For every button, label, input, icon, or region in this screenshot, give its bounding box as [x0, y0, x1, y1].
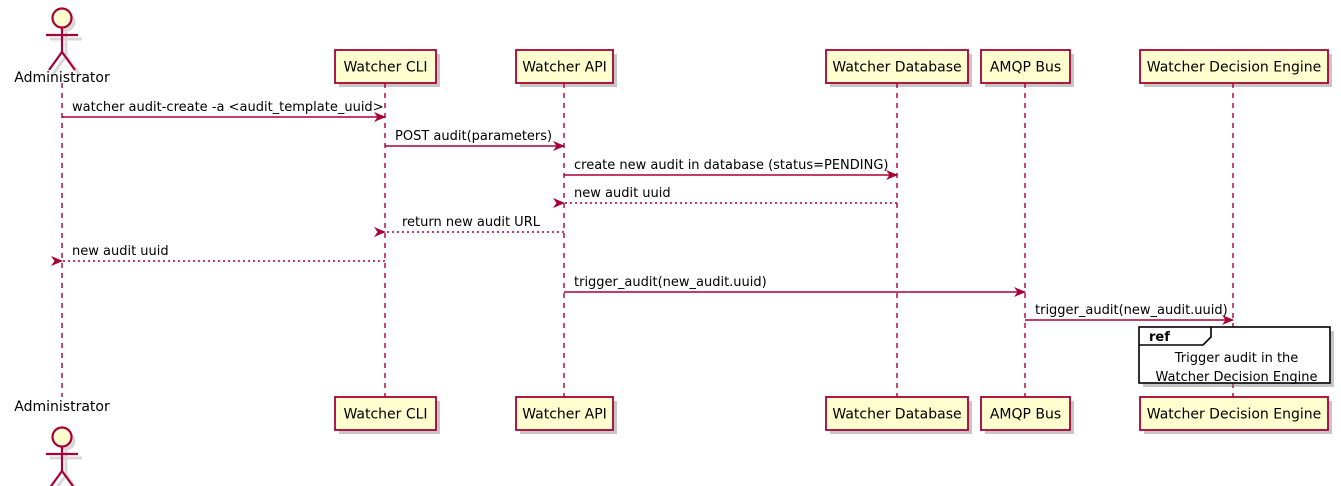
actor-head-icon-top	[51, 7, 73, 29]
participant-label-watcher-decision-engine-top: Watcher Decision Engine	[1147, 60, 1321, 76]
messages: watcher audit-create -a <audit_template_…	[51, 100, 1234, 325]
message-label-4: return new audit URL	[402, 215, 541, 230]
ref-fragment-tag: ref	[1149, 330, 1170, 345]
participant-box-watcher-database-bottom[interactable]	[825, 396, 969, 431]
participant-label-amqp-bus-bottom: AMQP Bus	[990, 407, 1061, 423]
participant-label-watcher-api-top: Watcher API	[522, 60, 607, 76]
ref-fragment-box[interactable]	[1138, 326, 1331, 384]
ref-fragment-line-1: Watcher Decision Engine	[1156, 370, 1318, 385]
actor-leg-left-top	[48, 51, 63, 71]
participant-box-watcher-cli-top[interactable]	[334, 49, 437, 84]
actor-leg-right-top	[61, 51, 76, 71]
lifelines	[61, 83, 1234, 397]
ref-fragment-line-0: Trigger audit in the	[1174, 351, 1299, 366]
participant-label-watcher-database-top: Watcher Database	[832, 60, 961, 76]
message-label-0: watcher audit-create -a <audit_template_…	[72, 100, 384, 115]
participant-box-watcher-decision-engine-bottom[interactable]	[1139, 396, 1329, 431]
message-label-7: trigger_audit(new_audit.uuid)	[1035, 303, 1228, 318]
participant-label-watcher-cli-bottom: Watcher CLI	[343, 407, 427, 423]
participant-label-amqp-bus-top: AMQP Bus	[990, 60, 1061, 76]
ref-fragment-tab	[1139, 327, 1212, 346]
participant-box-amqp-bus-bottom[interactable]	[980, 396, 1071, 431]
actor-head-icon-bottom	[51, 426, 73, 448]
participant-box-watcher-api-top[interactable]	[515, 49, 614, 84]
participant-box-watcher-decision-engine-top[interactable]	[1139, 49, 1329, 84]
actor-label-administrator-top: Administrator	[14, 70, 110, 86]
actor-label-administrator-bottom: Administrator	[14, 399, 110, 415]
actor-leg-left-bottom	[49, 470, 63, 486]
actor-administrator-top[interactable]	[46, 7, 82, 75]
message-label-2: create new audit in database (status=PEN…	[574, 158, 889, 173]
participant-label-watcher-database-bottom: Watcher Database	[832, 407, 961, 423]
participant-box-watcher-cli-bottom[interactable]	[334, 396, 437, 431]
participant-boxes: Watcher CLI Watcher CLI Watcher API Watcher…	[334, 49, 1329, 431]
participant-label-watcher-decision-engine-bottom: Watcher Decision Engine	[1147, 407, 1321, 423]
participant-label-watcher-api-bottom: Watcher API	[522, 407, 607, 423]
actor-administrator-bottom[interactable]	[46, 426, 82, 486]
actor-leg-right-bottom	[61, 470, 75, 486]
participant-box-watcher-api-bottom[interactable]	[515, 396, 614, 431]
message-label-6: trigger_audit(new_audit.uuid)	[574, 275, 767, 290]
message-label-3: new audit uuid	[574, 186, 671, 201]
participant-label-watcher-cli-top: Watcher CLI	[343, 60, 427, 76]
message-label-1: POST audit(parameters)	[395, 129, 552, 144]
message-label-5: new audit uuid	[72, 244, 169, 259]
